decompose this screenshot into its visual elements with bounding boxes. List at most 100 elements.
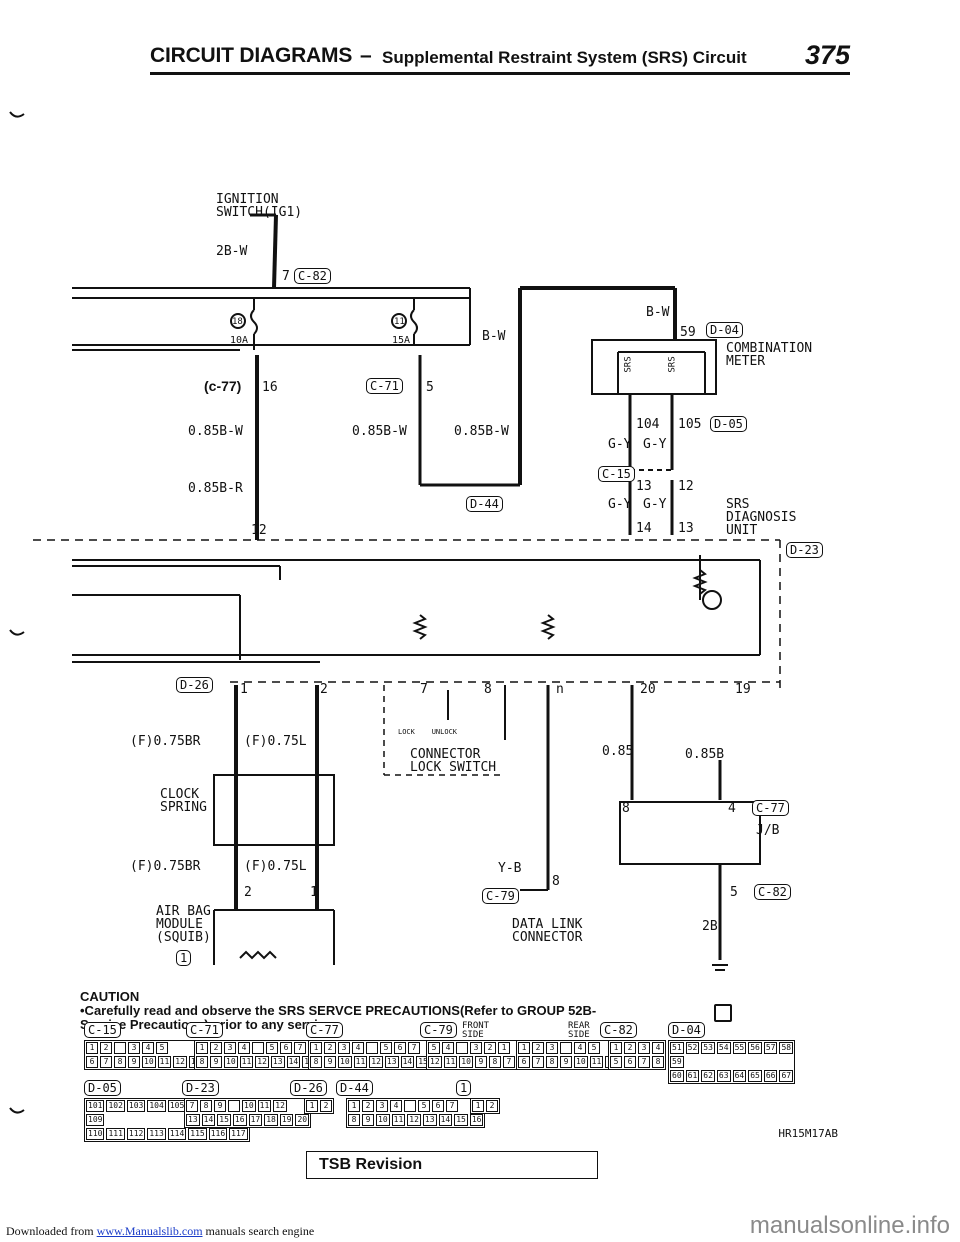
connector-pin: 5 — [380, 1042, 392, 1054]
connector-pin: 12 — [273, 1100, 287, 1112]
connector-c79-tag: C-79 — [482, 888, 519, 904]
connector-pin: 4 — [238, 1042, 250, 1054]
tsb-revision-label: TSB Revision — [319, 1156, 423, 1173]
manualslib-link[interactable]: www.Manualslib.com — [96, 1224, 203, 1238]
connector-pin: 3 — [338, 1042, 350, 1054]
connector-pin: 8 — [348, 1114, 360, 1126]
wire-085bw-3: 0.85B-W — [454, 424, 509, 439]
connector-c77-bold: (c-77) — [204, 378, 242, 394]
connector-pin: 8 — [488, 1056, 501, 1068]
connector-pin: 2 — [100, 1042, 112, 1054]
pin-12b: 12 — [251, 523, 267, 538]
pin-8: 8 — [484, 682, 492, 697]
combination-meter-label: COMBINATION METER — [726, 341, 813, 369]
connector-pin: 1 — [610, 1042, 622, 1054]
connector-pin: 7 — [446, 1100, 458, 1112]
connector-pin: 109 — [86, 1114, 105, 1126]
connector-pin: 61 — [685, 1070, 700, 1082]
connector-pin: 12 — [369, 1056, 383, 1068]
pin-14: 14 — [636, 521, 652, 536]
connector-pin: 51 — [670, 1042, 684, 1054]
connector-pin: 114 — [167, 1128, 187, 1140]
connector-pin: 12 — [173, 1056, 187, 1068]
checkbox-icon — [714, 1004, 732, 1022]
connector-face-d26-label: D-26 — [290, 1080, 327, 1096]
connector-pin: 7 — [638, 1056, 650, 1068]
wire-2bw: 2B-W — [216, 244, 248, 259]
connector-face-c79-side: FRONT SIDE — [462, 1021, 490, 1040]
connector-face-rear-side: REAR SIDE — [568, 1021, 590, 1040]
connector-pin — [456, 1042, 468, 1054]
connector-pin: 5 — [266, 1042, 278, 1054]
connector-pin: 59 — [670, 1056, 684, 1068]
wire-085br: 0.85B-R — [188, 481, 243, 496]
connector-pin: 8 — [652, 1056, 664, 1068]
connector-pin: 5 — [610, 1056, 622, 1068]
connector-pin: 10 — [574, 1056, 588, 1068]
footer-prefix: Downloaded from — [6, 1224, 97, 1238]
caution-title: CAUTION — [80, 989, 140, 1004]
connector-pin: 116 — [208, 1128, 228, 1140]
connector-pin: 8 — [200, 1100, 212, 1112]
srs-indicator-1: SRS — [623, 356, 634, 373]
connector-pin: 9 — [362, 1114, 374, 1126]
fuse-10a: 10A — [230, 335, 249, 346]
connector-pin: 3 — [128, 1042, 140, 1054]
connector-face-one-label: 1 — [456, 1080, 472, 1096]
connector-pin: 3 — [224, 1042, 236, 1054]
header-title: CIRCUIT DIAGRAMS — [150, 44, 353, 67]
wire-gy-3: G-Y — [608, 497, 632, 512]
connector-pin: 14 — [201, 1114, 216, 1126]
connector-face-d04-label: D-04 — [668, 1022, 705, 1038]
download-footer: Downloaded from www.Manualslib.com manua… — [6, 1224, 314, 1239]
wire-085bw-1: 0.85B-W — [188, 424, 243, 439]
connector-pin: 58 — [779, 1042, 794, 1054]
connector-pin: 2 — [624, 1042, 636, 1054]
pin-4: 4 — [728, 801, 736, 816]
connector-pin: 9 — [214, 1100, 226, 1112]
airbag-module-label: AIR BAG MODULE (SQUIB) — [156, 904, 211, 945]
connector-pin: 12 — [428, 1056, 442, 1068]
connector-pin: 4 — [142, 1042, 154, 1054]
pin-2a: 2 — [320, 682, 328, 697]
connector-pin: 4 — [574, 1042, 586, 1054]
connector-pin: 1 — [306, 1100, 318, 1112]
connector-pin: 65 — [748, 1070, 762, 1082]
connector-d44-tag: D-44 — [466, 496, 503, 512]
connector-1-tag: 1 — [176, 950, 192, 966]
connector-pin: 3 — [376, 1100, 388, 1112]
connector-pin: 8 — [114, 1056, 126, 1068]
connector-pin: 11 — [239, 1056, 254, 1068]
connector-pin: 11 — [391, 1114, 406, 1126]
connector-pin — [560, 1042, 572, 1054]
connector-pin: 11 — [443, 1056, 458, 1068]
wire-f075br-2: (F)0.75BR — [130, 859, 201, 874]
connector-pin: 8 — [310, 1056, 322, 1068]
connector-pin: 113 — [147, 1128, 166, 1140]
connector-pin: 8 — [196, 1056, 208, 1068]
connector-pin: 16 — [469, 1114, 484, 1126]
connector-pin: 5 — [588, 1042, 600, 1054]
connector-pin: 5 — [418, 1100, 430, 1112]
connector-c15-tag: C-15 — [598, 466, 635, 482]
connector-pin: 14 — [286, 1056, 301, 1068]
connector-d04-tag: D-04 — [706, 322, 743, 338]
connector-pin: 64 — [732, 1070, 747, 1082]
pin-16: 16 — [262, 380, 278, 395]
connector-pin: 8 — [546, 1056, 558, 1068]
connector-pin: 9 — [560, 1056, 572, 1068]
wire-gy-2: G-Y — [643, 437, 667, 452]
ignition-switch-label: IGNITION SWITCH(IG1) — [216, 192, 303, 220]
connector-pin: 2 — [320, 1100, 332, 1112]
caution-line-1: •Carefully read and observe the SRS SERV… — [80, 1003, 597, 1018]
connector-c77-tag: C-77 — [752, 800, 789, 816]
connector-pin: 7 — [408, 1042, 420, 1054]
connector-pin: 2 — [486, 1100, 498, 1112]
connector-pin: 4 — [442, 1042, 454, 1054]
header-rule — [150, 72, 850, 75]
connector-lock-switch-label: CONNECTOR LOCK SWITCH — [410, 747, 497, 775]
connector-c82-tag-b: C-82 — [754, 884, 791, 900]
wire-bw-2: B-W — [646, 305, 670, 320]
